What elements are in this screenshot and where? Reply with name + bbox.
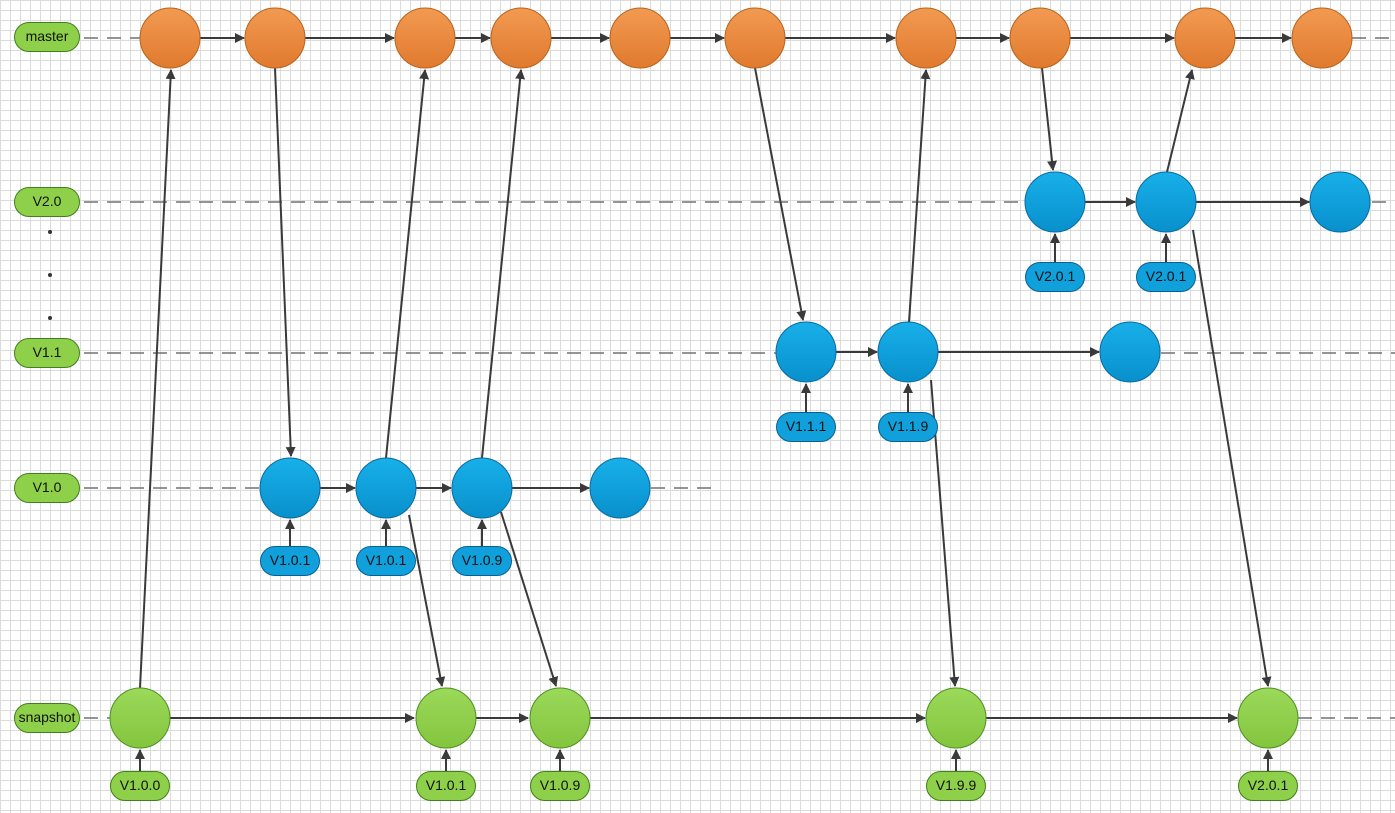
version-tag: V1.0.0 <box>110 771 170 801</box>
v10-commit-node <box>355 457 417 519</box>
snapshot-commit-node <box>925 687 987 749</box>
arrow-v10-to-snap-a <box>408 514 446 687</box>
v20-commit-node <box>1309 171 1371 233</box>
v20-commit-node <box>1135 171 1197 233</box>
v11-commit-node <box>775 321 837 383</box>
snapshot-commit-node <box>109 687 171 749</box>
v11-commit-node <box>877 321 939 383</box>
master-commit-node <box>394 7 456 69</box>
master-commit-node <box>244 7 306 69</box>
master-commit-node <box>1174 7 1236 69</box>
arrow-v11-to-master <box>908 69 931 323</box>
v20-commit-node <box>1024 171 1086 233</box>
version-tag: V1.0.9 <box>530 771 590 801</box>
arrow-snap-to-master <box>139 69 176 689</box>
snapshot-nodes <box>109 687 1299 749</box>
version-tag: V1.0.1 <box>416 771 476 801</box>
version-tag: V1.0.9 <box>452 546 512 576</box>
master-commit-node <box>1009 7 1071 69</box>
master-commit-node <box>490 7 552 69</box>
snapshot-commit-node <box>415 687 477 749</box>
v10-commit-node <box>451 457 513 519</box>
version-tag: V2.0.1 <box>1025 262 1085 292</box>
version-tag: V1.9.9 <box>926 771 986 801</box>
master-commit-node <box>1291 7 1353 69</box>
arrow-v10-to-master-a <box>385 69 430 459</box>
arrow-v10-to-master-b <box>481 69 526 459</box>
arrow-v10-to-snap-b <box>500 511 559 687</box>
arrows <box>135 33 1310 771</box>
version-tag: V1.1.1 <box>776 412 836 442</box>
snapshot-commit-node <box>1237 687 1299 749</box>
version-tag: V1.0.1 <box>260 546 320 576</box>
v10-commit-node <box>259 457 321 519</box>
version-tag: V2.0.1 <box>1136 262 1196 292</box>
master-commit-node <box>609 7 671 69</box>
branch-label-master: master <box>14 22 80 52</box>
arrow-master-to-v10 <box>274 67 296 457</box>
master-commit-node <box>139 7 201 69</box>
arrow-v20-to-snap <box>1192 229 1272 687</box>
v11-commit-node <box>1099 321 1161 383</box>
arrow-v20-to-master <box>1166 69 1195 173</box>
branch-label-v20: V2.0 <box>14 187 80 217</box>
branch-label-v10: V1.0 <box>14 473 80 503</box>
version-tag: V1.1.9 <box>878 412 938 442</box>
version-tag: V2.0.1 <box>1238 771 1298 801</box>
arrow-master-to-v20 <box>1041 67 1058 171</box>
master-commit-node <box>724 7 786 69</box>
snapshot-commit-node <box>529 687 591 749</box>
branch-label-snapshot: snapshot <box>14 703 80 733</box>
arrow-master-to-v11 <box>754 67 807 321</box>
ellipsis-dots <box>48 230 52 320</box>
version-tag: V1.0.1 <box>356 546 416 576</box>
master-commit-node <box>895 7 957 69</box>
master-nodes <box>139 7 1353 69</box>
release-nodes <box>259 171 1371 519</box>
lane-lines <box>84 37 1395 719</box>
branch-label-v11: V1.1 <box>14 338 80 368</box>
v10-commit-node <box>589 457 651 519</box>
